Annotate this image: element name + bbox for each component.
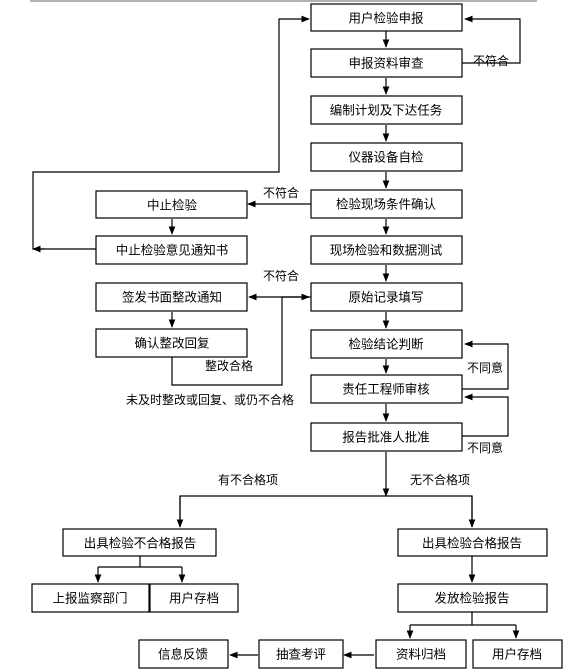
label-not-conform-record: 不符合: [263, 268, 299, 283]
node-user-archive-right: 用户存档: [492, 647, 542, 662]
edge-engineer-loop: [462, 340, 509, 390]
node-plan: 编制计划及下达任务: [330, 103, 443, 118]
node-qualified-report: 出具检验合格报告: [422, 536, 522, 551]
node-user-archive-left-box: [149, 583, 239, 613]
node-file-archive-box: [375, 639, 467, 669]
node-issue-report-box: [397, 583, 548, 613]
label-disagree-2: 不同意: [467, 440, 503, 455]
node-suspend-box: [95, 190, 248, 219]
label-has-unqualified: 有不合格项: [218, 472, 278, 487]
node-rectify-notice: 签发书面整改通知: [122, 290, 222, 305]
node-qualified-report-box: [397, 528, 548, 557]
node-report-supervision: 上报监察部门: [52, 591, 127, 606]
node-spot-check-box: [258, 639, 344, 669]
node-site-test: 现场检验和数据测试: [330, 243, 443, 258]
node-confirm-reply: 确认整改回复: [134, 336, 210, 351]
node-engineer-review: 责任工程师审核: [342, 382, 430, 397]
node-report-supervision-box: [31, 583, 150, 613]
node-apply: 用户检验申报: [348, 11, 424, 26]
label-no-unqualified: 无不合格项: [410, 472, 470, 487]
node-unqualified-report-box: [62, 528, 217, 557]
node-user-archive-left: 用户存档: [169, 591, 219, 606]
node-approve-box: [310, 422, 463, 452]
connectors: [32, 15, 521, 659]
edge-approve-loop: [462, 393, 509, 437]
label-not-conform-top: 不符合: [473, 53, 509, 68]
node-review-docs: 申报资料审查: [348, 56, 424, 71]
node-feedback: 信息反馈: [158, 647, 208, 662]
node-approve: 报告批准人批准: [342, 430, 430, 445]
edge-split-branches: [179, 495, 473, 527]
label-disagree-1: 不同意: [467, 360, 503, 375]
node-self-check-box: [310, 142, 463, 172]
label-no-timely-rectify: 未及时整改或回复、或仍不合格: [126, 392, 294, 407]
node-confirm-reply-box: [95, 328, 248, 358]
label-rectify-ok: 整改合格: [205, 358, 253, 373]
node-site-confirm-box: [310, 189, 463, 219]
node-unqualified-report: 出具检验不合格报告: [84, 536, 197, 551]
edge-review-loop: [462, 15, 521, 64]
edge-reply-record: [171, 293, 310, 386]
node-site-confirm: 检验现场条件确认: [336, 197, 437, 212]
node-engineer-review-box: [310, 374, 463, 404]
node-suspend: 中止检验: [147, 198, 198, 213]
node-issue-report: 发放检验报告: [434, 591, 509, 606]
node-review-docs-box: [310, 48, 463, 78]
node-plan-box: [310, 95, 463, 125]
node-suspend-notice-box: [95, 235, 248, 265]
node-conclusion-box: [310, 329, 463, 359]
node-file-archive: 资料归档: [396, 647, 446, 662]
node-feedback-box: [138, 639, 229, 669]
node-user-archive-right-box: [472, 639, 563, 669]
node-apply-box: [310, 3, 463, 32]
node-rectify-notice-box: [95, 282, 248, 312]
label-not-conform-suspend: 不符合: [263, 185, 299, 200]
node-site-test-box: [310, 235, 463, 265]
node-conclusion: 检验结论判断: [348, 337, 423, 352]
node-record-box: [310, 282, 463, 312]
node-spot-check: 抽查考评: [276, 647, 326, 662]
node-suspend-notice: 中止检验意见通知书: [116, 243, 229, 258]
node-record: 原始记录填写: [348, 290, 423, 305]
node-self-check: 仪器设备自检: [348, 150, 424, 165]
